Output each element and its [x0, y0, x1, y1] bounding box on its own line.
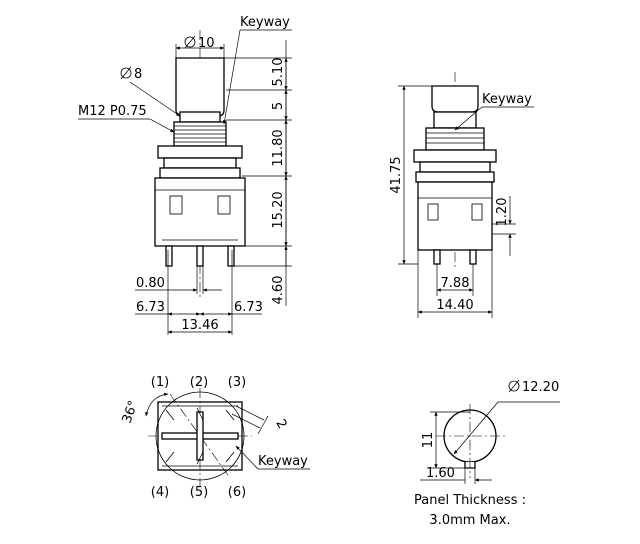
side-view: Keyway 41.75 1.20 7.88	[389, 72, 534, 318]
dim-side-width: 14.40	[436, 298, 473, 313]
pin-label-3: (3)	[228, 375, 246, 390]
dim-shaft-diameter: 8	[134, 67, 142, 82]
dim-cutout-diameter: 12.20	[522, 380, 559, 395]
dim-button-diameter: 10	[184, 35, 215, 51]
pin-label-2: (2)	[190, 375, 208, 390]
dim-pin-pitch: 7.88	[441, 276, 470, 291]
dim-angle: 36°	[120, 399, 142, 426]
side-keyway-label: Keyway	[482, 92, 532, 107]
pin-label-4: (4)	[151, 485, 169, 500]
dim-left-offset: 6.73	[136, 300, 165, 315]
dim-pin-length: 1.20	[495, 198, 510, 227]
front-view: 10 8 M12 P0.75 Keyway 5.10	[78, 15, 292, 335]
dim-side-height: 41.75	[389, 156, 404, 193]
pin-label-6: (6)	[228, 485, 246, 500]
dim-body-height: 15.20	[271, 191, 286, 228]
dim-pin-width: 0.80	[136, 276, 165, 291]
dim-button-diameter-value: 10	[198, 36, 215, 51]
dim-cutout-flat: 11	[421, 432, 436, 449]
dim-pin-height: 4.60	[271, 276, 286, 305]
panel-cutout: 12.20 11 1.60 Panel Thickness : 3.0mm Ma…	[414, 379, 560, 528]
front-keyway-label: Keyway	[240, 15, 290, 30]
pin-label-1: (1)	[151, 375, 169, 390]
bottom-keyway-label: Keyway	[258, 454, 308, 469]
dim-overall-width: 13.46	[181, 318, 218, 333]
dim-collar-height: 5	[271, 102, 286, 110]
dim-right-offset: 6.73	[234, 300, 263, 315]
dim-thread-height: 11.80	[271, 129, 286, 166]
dim-button-height: 5.10	[271, 58, 286, 87]
panel-thickness-label: Panel Thickness :	[414, 493, 526, 508]
bottom-view: (1) (2) (3) (4) (5) (6) 36° 2 Keyway	[120, 375, 310, 500]
thread-spec-label: M12 P0.75	[78, 104, 147, 119]
dim-slot: 2	[272, 417, 289, 432]
panel-thickness-value: 3.0mm Max.	[429, 513, 510, 528]
dim-key-width: 1.60	[426, 466, 455, 481]
pin-label-5: (5)	[190, 485, 208, 500]
